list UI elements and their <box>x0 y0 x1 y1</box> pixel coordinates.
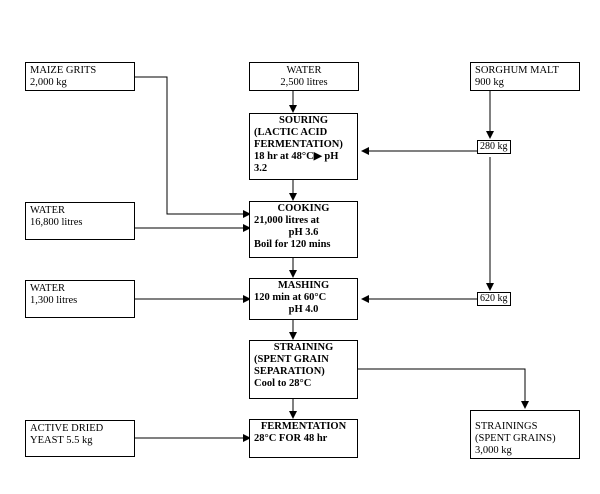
souring-line1: (LACTIC ACID <box>254 127 328 138</box>
water1-quantity: 2,500 litres <box>280 77 328 88</box>
souring-line4: 3.2 <box>254 163 268 174</box>
water3-quantity: 1,300 litres <box>30 295 78 306</box>
strainings-quantity: 3,000 kg <box>475 445 512 456</box>
straining-title: STRAINING <box>273 342 334 353</box>
cooking-line3: Boil for 120 mins <box>254 239 331 250</box>
split-280kg: 280 kg <box>477 140 511 154</box>
water2-quantity: 16,800 litres <box>30 217 83 228</box>
step-mashing: MASHING 120 min at 60°C pH 4.0 <box>249 278 358 320</box>
malt-label: SORGHUM MALT <box>475 65 559 76</box>
souring-title: SOURING <box>278 115 328 126</box>
fermentation-line1: 28°C FOR 48 hr <box>254 433 328 444</box>
maize-quantity: 2,000 kg <box>30 77 67 88</box>
input-water-mashing: WATER 1,300 litres <box>25 280 135 318</box>
cooking-title: COOKING <box>277 203 330 214</box>
mashing-line1: 120 min at 60°C <box>254 292 327 303</box>
strainings-sublabel: (SPENT GRAINS) <box>475 433 556 444</box>
fermentation-title: FERMENTATION <box>260 421 347 432</box>
input-water-cooking: WATER 16,800 litres <box>25 202 135 240</box>
strainings-label: STRAININGS <box>475 421 538 432</box>
yeast-quantity: YEAST 5.5 kg <box>30 435 93 446</box>
output-strainings: STRAININGS (SPENT GRAINS) 3,000 kg <box>470 410 580 459</box>
step-straining: STRAINING (SPENT GRAIN SEPARATION) Cool … <box>249 340 358 399</box>
straining-line1: (SPENT GRAIN <box>254 354 329 365</box>
arrow-straining-to-strainings <box>358 368 529 409</box>
souring-line3: 18 hr at 48°C▶ pH <box>254 151 339 162</box>
input-sorghum-malt: SORGHUM MALT 900 kg <box>470 62 580 91</box>
souring-line2: FERMENTATION) <box>254 139 343 150</box>
straining-line2: SEPARATION) <box>254 366 325 377</box>
step-fermentation: FERMENTATION 28°C FOR 48 hr <box>249 419 358 458</box>
straining-line3: Cool to 28°C <box>254 378 312 389</box>
water3-label: WATER <box>30 283 65 294</box>
mashing-line2: pH 4.0 <box>288 304 319 315</box>
input-water-souring: WATER 2,500 litres <box>249 62 359 91</box>
water1-label: WATER <box>286 65 322 76</box>
split-620kg: 620 kg <box>477 292 511 306</box>
yeast-label: ACTIVE DRIED <box>30 423 104 434</box>
malt-quantity: 900 kg <box>475 77 504 88</box>
mashing-title: MASHING <box>277 280 330 291</box>
input-yeast: ACTIVE DRIED YEAST 5.5 kg <box>25 420 135 457</box>
maize-label: MAIZE GRITS <box>30 65 97 76</box>
step-cooking: COOKING 21,000 litres at pH 3.6 Boil for… <box>249 201 358 258</box>
cooking-line1: 21,000 litres at <box>254 215 320 226</box>
water2-label: WATER <box>30 205 65 216</box>
cooking-line2: pH 3.6 <box>288 227 319 238</box>
arrow-maize-to-cooking <box>135 76 251 218</box>
input-maize-grits: MAIZE GRITS 2,000 kg <box>25 62 135 91</box>
step-souring: SOURING (LACTIC ACID FERMENTATION) 18 hr… <box>249 113 358 180</box>
